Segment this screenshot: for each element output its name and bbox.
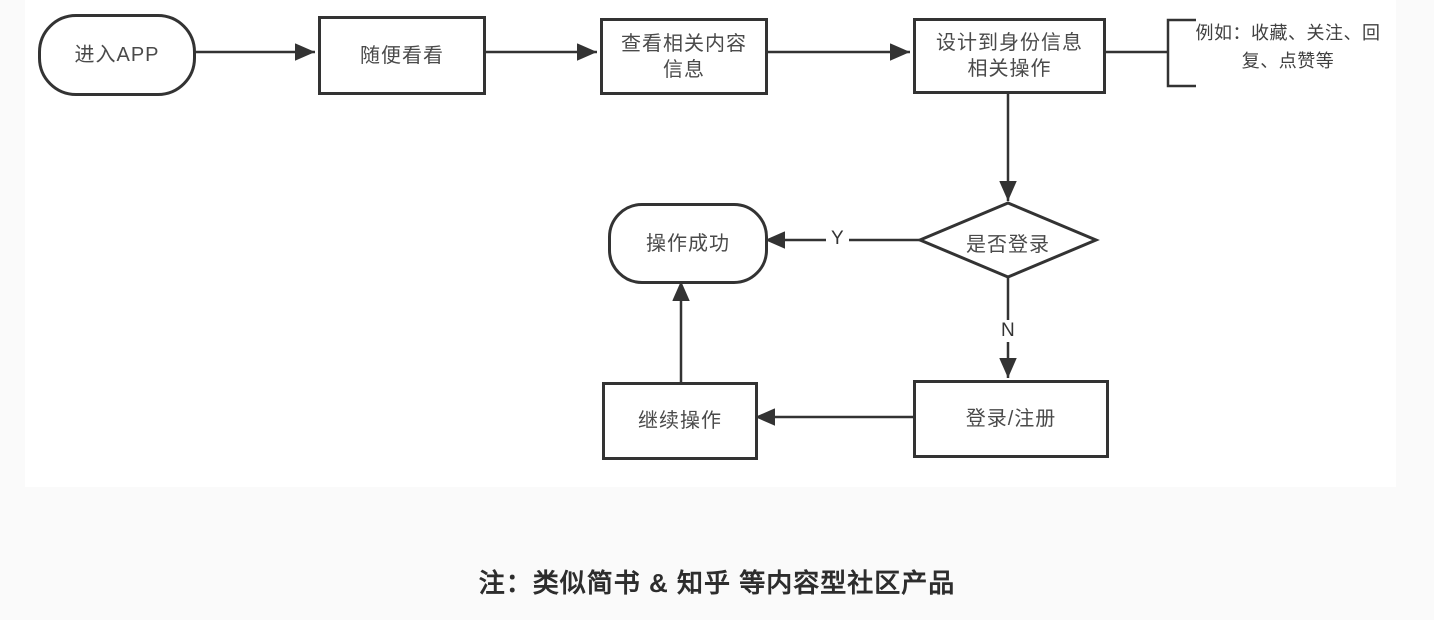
footer-note: 注：类似简书 & 知乎 等内容型社区产品 <box>478 568 956 598</box>
node-label-continue-ops: 继续操作 <box>638 410 722 432</box>
branch-label-no: N <box>996 320 1020 342</box>
node-label-browse: 随便看看 <box>360 44 444 67</box>
node-label-identity-ops: 设计到身份信息 相关操作 <box>936 32 1083 80</box>
annotation-bracket <box>1166 18 1196 88</box>
node-label-start: 进入APP <box>74 44 160 66</box>
flow-node-login-register: 登录/注册 <box>913 380 1109 458</box>
flow-node-continue-ops: 继续操作 <box>602 382 758 460</box>
flow-node-start: 进入APP <box>38 14 196 96</box>
flow-node-identity-ops: 设计到身份信息 相关操作 <box>913 18 1106 94</box>
flow-node-login-check: 是否登录 <box>966 234 1050 256</box>
flow-node-browse: 随便看看 <box>318 16 486 95</box>
node-label-view-content: 查看相关内容 信息 <box>621 32 747 81</box>
node-label-success: 操作成功 <box>646 232 730 255</box>
flow-node-view-content: 查看相关内容 信息 <box>600 18 768 95</box>
annotation-examples: 例如：收藏、关注、回 复、点赞等 <box>1195 23 1381 71</box>
node-label-login-register: 登录/注册 <box>965 408 1057 430</box>
flow-node-success: 操作成功 <box>608 203 768 284</box>
branch-label-yes: Y <box>826 228 849 250</box>
decision-diamond <box>916 201 1100 279</box>
